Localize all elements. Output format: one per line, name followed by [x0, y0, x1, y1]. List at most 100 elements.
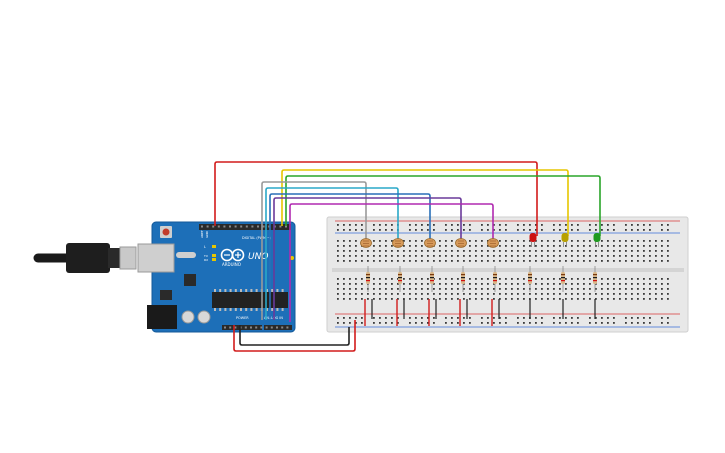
header-pin	[276, 326, 278, 329]
breadboard-hole	[571, 229, 573, 231]
header-pin	[270, 326, 273, 329]
breadboard-hole	[445, 224, 447, 226]
chip-pin	[219, 308, 222, 311]
breadboard-hole	[349, 250, 351, 252]
breadboard-hole	[349, 322, 351, 324]
header-pin	[265, 326, 268, 329]
breadboard-hole	[361, 255, 363, 257]
breadboard-hole	[625, 240, 627, 242]
breadboard-hole	[631, 255, 633, 257]
breadboard-hole	[349, 260, 351, 262]
breadboard-hole	[337, 293, 339, 295]
breadboard-hole	[613, 283, 615, 285]
breadboard-hole	[523, 283, 525, 285]
breadboard-hole	[667, 240, 669, 242]
breadboard-hole	[445, 317, 447, 319]
breadboard-hole	[505, 255, 507, 257]
breadboard-hole	[649, 260, 651, 262]
breadboard-hole	[523, 229, 525, 231]
wire-green-led[interactable]	[285, 175, 601, 236]
wire-purple-sensor-4[interactable]	[273, 197, 462, 320]
arduino-uno-board[interactable]: ARDUINO UNO DIGITAL (PWM ~) ANALOG IN PO…	[137, 221, 296, 333]
wire-red-5v[interactable]	[233, 320, 356, 352]
breadboard[interactable]	[326, 216, 689, 333]
breadboard-hole	[481, 255, 483, 257]
breadboard-hole	[541, 229, 543, 231]
breadboard-hole	[403, 250, 405, 252]
wire-cyan-sensor-2[interactable]	[265, 187, 399, 320]
breadboard-hole	[415, 224, 417, 226]
breadboard-hole	[583, 240, 585, 242]
breadboard-hole	[499, 250, 501, 252]
breadboard-hole	[337, 255, 339, 257]
chip-pin	[234, 289, 237, 292]
usb-cable[interactable]	[33, 243, 137, 273]
breadboard-hole	[583, 288, 585, 290]
wire-red-led[interactable]	[214, 161, 538, 236]
reset-button-cap[interactable]	[162, 228, 170, 236]
breadboard-hole	[601, 250, 603, 252]
wire-yellow-led[interactable]	[281, 169, 569, 236]
header-pin	[286, 326, 289, 329]
wire-blue-sensor-3[interactable]	[269, 193, 431, 320]
power-header[interactable]	[222, 325, 262, 330]
breadboard-hole	[481, 322, 483, 324]
breadboard-hole	[463, 224, 465, 226]
breadboard-hole	[373, 255, 375, 257]
breadboard-hole	[379, 288, 381, 290]
chip-pin	[281, 289, 284, 292]
breadboard-hole	[415, 293, 417, 295]
breadboard-hole	[415, 260, 417, 262]
components[interactable]	[360, 233, 601, 326]
digital-header[interactable]	[199, 224, 291, 230]
breadboard-hole	[379, 283, 381, 285]
breadboard-hole	[475, 278, 477, 280]
breadboard-hole	[493, 224, 495, 226]
wire-magenta-sensor-5[interactable]	[289, 203, 494, 322]
wire-black-gnd[interactable]	[239, 325, 350, 346]
resistor-band	[493, 280, 497, 282]
breadboard-hole	[409, 322, 411, 324]
breadboard-hole	[541, 293, 543, 295]
breadboard-hole	[601, 278, 603, 280]
breadboard-hole	[667, 224, 669, 226]
breadboard-hole	[589, 298, 591, 300]
breadboard-hole	[487, 224, 489, 226]
breadboard-hole	[577, 322, 579, 324]
breadboard-hole	[421, 224, 423, 226]
breadboard-hole	[655, 288, 657, 290]
breadboard-hole	[391, 245, 393, 247]
breadboard-hole	[457, 283, 459, 285]
breadboard-hole	[475, 283, 477, 285]
header-pin	[244, 326, 247, 329]
header-pin	[262, 225, 265, 228]
breadboard-hole	[337, 298, 339, 300]
breadboard-hole	[391, 288, 393, 290]
breadboard-hole	[643, 229, 645, 231]
breadboard-hole	[415, 317, 417, 319]
breadboard-hole	[379, 260, 381, 262]
breadboard-hole	[451, 250, 453, 252]
breadboard-hole	[451, 288, 453, 290]
breadboard-hole	[595, 229, 597, 231]
breadboard-hole	[373, 224, 375, 226]
breadboard-hole	[463, 293, 465, 295]
breadboard-hole	[661, 250, 663, 252]
wire-gray-sensor-1[interactable]	[261, 181, 367, 320]
breadboard-hole	[427, 293, 429, 295]
breadboard-hole	[661, 260, 663, 262]
breadboard-hole	[469, 322, 471, 324]
breadboard-hole	[553, 317, 555, 319]
breadboard-hole	[409, 317, 411, 319]
breadboard-hole	[607, 293, 609, 295]
chip-pin	[214, 308, 216, 311]
breadboard-hole	[433, 283, 435, 285]
gnd-label: GND	[205, 230, 209, 238]
wires[interactable]	[214, 161, 601, 352]
breadboard-hole	[571, 288, 573, 290]
breadboard-hole	[517, 255, 519, 257]
breadboard-hole	[385, 322, 387, 324]
breadboard-hole	[445, 293, 447, 295]
breadboard-hole	[439, 283, 441, 285]
breadboard-hole	[355, 293, 357, 295]
